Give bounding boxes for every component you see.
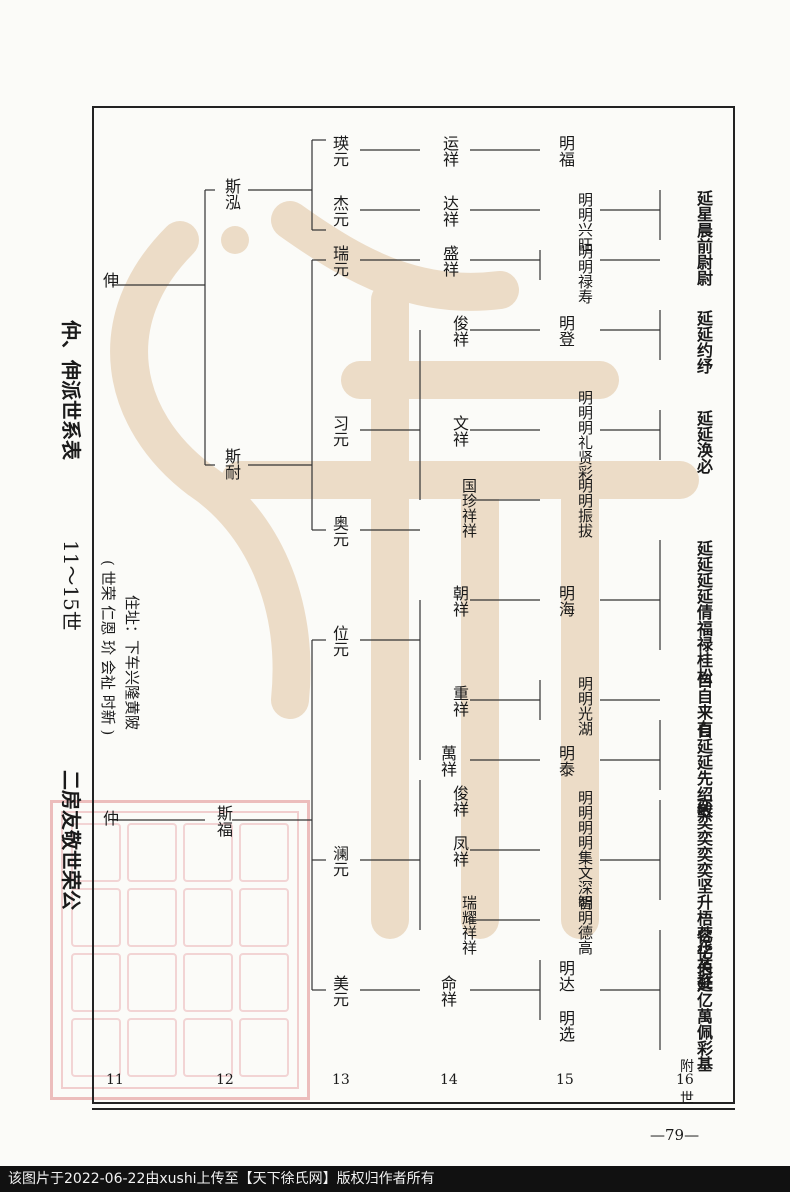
generation-16-suffix: 世 bbox=[680, 1091, 694, 1107]
g12-name-sihong: 斯泓 bbox=[222, 178, 241, 210]
generation-11-label: 11 bbox=[106, 1072, 124, 1088]
g15-name-13: 明福 bbox=[556, 135, 575, 167]
g14-name-8: 国珍祥祥 bbox=[460, 478, 478, 538]
g15-name-6: 明明光湖 bbox=[576, 676, 594, 736]
g14-name-11: 盛祥 bbox=[440, 245, 459, 277]
g16-group-6: 延延涣必 bbox=[694, 410, 713, 474]
g16-group-5: 延延延延倩福禄桂松 bbox=[694, 540, 713, 684]
g13-name-3: 位元 bbox=[330, 625, 349, 657]
upload-credit-footer: 该图片于2022-06-22由xushi上传至【天下徐氏网】版权归作者所有 bbox=[0, 1166, 790, 1192]
title-right: 仲、伸派世系表 bbox=[59, 320, 83, 460]
title-left: 二房友敬世荣公 bbox=[59, 770, 83, 910]
g14-name-4: 俊祥 bbox=[450, 785, 469, 817]
g11-name-shen: 伸 bbox=[100, 272, 119, 288]
g15-name-8: 明明振拔 bbox=[576, 478, 594, 538]
generation-14-label: 14 bbox=[440, 1072, 458, 1088]
g14-name-2: 瑞耀祥祥 bbox=[460, 895, 478, 955]
g14-name-6: 重祥 bbox=[450, 685, 469, 717]
g13-name-8: 瑛元 bbox=[330, 135, 349, 167]
g15-name-4: 明明明明集文深智 bbox=[576, 790, 594, 910]
g13-name-2: 澜元 bbox=[330, 845, 349, 877]
g14-name-9: 文祥 bbox=[450, 415, 469, 447]
g11-name-zhong: 仲 bbox=[100, 810, 119, 826]
table-frame bbox=[92, 106, 735, 1104]
g16-group-1: 亿亿伯延亿萬佩彩基 bbox=[694, 928, 713, 1072]
generation-16-prefix: 附 bbox=[680, 1059, 694, 1075]
g15-name-2: 明选 bbox=[556, 1010, 575, 1042]
g13-name-7: 杰元 bbox=[330, 195, 349, 227]
table-frame-bottom-rule bbox=[92, 1108, 735, 1110]
g15-name-1: 明达 bbox=[556, 960, 575, 992]
g12-name-sinai: 斯耐 bbox=[222, 448, 241, 480]
g15-name-11: 明明禄寿 bbox=[576, 244, 594, 304]
g16-group-2: 奕奕奕奕奕坚升梧蓉华芙婺 bbox=[694, 798, 713, 990]
g15-name-5: 明泰 bbox=[556, 745, 575, 777]
g13-name-6: 瑞元 bbox=[330, 245, 349, 277]
red-seal-stamp bbox=[50, 800, 310, 1100]
generation-16-label: 16 bbox=[676, 1072, 694, 1088]
g15-name-12: 明明兴旺 bbox=[576, 192, 594, 252]
g14-name-13: 运祥 bbox=[440, 135, 459, 167]
g15-name-9: 明明明礼贤彩 bbox=[576, 390, 594, 480]
g14-name-12: 达祥 bbox=[440, 195, 459, 227]
g13-name-5: 习元 bbox=[330, 415, 349, 447]
note-address: 住址：下车兴隆黄陂 bbox=[123, 595, 141, 731]
g16-group-7: 延延约纾 bbox=[694, 310, 713, 374]
page-number: —79— bbox=[650, 1126, 700, 1144]
g12-name-sifu: 斯福 bbox=[214, 805, 233, 837]
g14-name-10: 俊祥 bbox=[450, 315, 469, 347]
g16-group-4: 自自来有 bbox=[694, 672, 713, 736]
g16-group-8: 延星晨前尉尉 bbox=[694, 190, 713, 286]
g14-name-7: 朝祥 bbox=[450, 585, 469, 617]
g14-name-1: 命祥 bbox=[438, 975, 457, 1007]
g14-name-5: 萬祥 bbox=[438, 745, 457, 777]
g13-name-4: 奥元 bbox=[330, 515, 349, 547]
g16-group-3: 自延延先绍敏 bbox=[694, 722, 713, 818]
g14-name-3: 凤祥 bbox=[450, 835, 469, 867]
title-mid: 11～15世 bbox=[59, 540, 83, 631]
generation-12-label: 12 bbox=[216, 1072, 234, 1088]
generation-15-label: 15 bbox=[556, 1072, 574, 1088]
g15-name-3: 明明德高 bbox=[576, 895, 594, 955]
g15-name-7: 明海 bbox=[556, 585, 575, 617]
generation-13-label: 13 bbox=[332, 1072, 350, 1088]
g15-name-10: 明登 bbox=[556, 315, 575, 347]
note-names: ( 世荣 仁恩 玠 会祉 时新 ) bbox=[99, 560, 117, 736]
g13-name-1: 美元 bbox=[330, 975, 349, 1007]
